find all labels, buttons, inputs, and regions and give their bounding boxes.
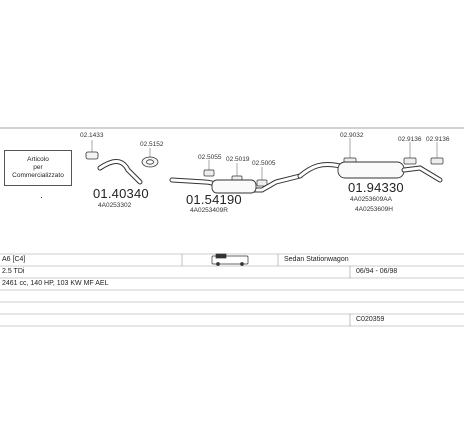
note-box: Articolo per Commercializzato: [4, 150, 72, 186]
part-label-7: 02.9136: [426, 136, 450, 143]
main-part-oem-2: 4A0253609AA: [350, 196, 392, 203]
gasket-icon: [141, 156, 159, 168]
note-line-2: per: [33, 164, 43, 171]
hanger-icon: [343, 157, 444, 165]
dot-marker: ·: [40, 192, 43, 202]
clamp-icon: [85, 151, 99, 160]
info-model: A6 [C4]: [2, 256, 26, 263]
rear-silencer-shape: [337, 161, 405, 179]
centre-silencer-shape: [211, 179, 257, 194]
note-line-3: Commercializzato: [12, 172, 64, 179]
part-label-2: 02.5055: [198, 154, 222, 161]
main-part-number-0: 01.40340: [93, 186, 149, 201]
part-label-4: 02.5005: [252, 160, 276, 167]
car-body-icon: [211, 253, 249, 266]
info-body: Sedan Stationwagon: [284, 256, 349, 263]
info-years: 06/94 - 06/98: [356, 268, 398, 275]
part-label-0: 02.1433: [80, 132, 104, 139]
info-table-lines: [0, 253, 464, 327]
main-part-oem-1: 4A0253409R: [190, 207, 228, 214]
main-part-number-2: 01.94330: [348, 180, 404, 195]
main-part-oem-0: 4A0253302: [98, 202, 132, 209]
info-specs: 2461 cc, 140 HP, 103 KW MF AEL: [2, 280, 109, 287]
info-code: C020359: [356, 316, 385, 323]
part-label-3: 02.5019: [226, 156, 250, 163]
part-label-1: 02.5152: [140, 141, 164, 148]
note-line-1: Articolo: [27, 156, 49, 163]
part-label-5: 02.9032: [340, 132, 364, 139]
info-engine: 2.5 TDi: [2, 268, 25, 275]
main-part-number-1: 01.54190: [186, 192, 242, 207]
leader-lines: [91, 138, 438, 180]
main-part-oem2-2: 4A0253609H: [355, 206, 393, 213]
part-label-6: 02.9136: [398, 136, 422, 143]
